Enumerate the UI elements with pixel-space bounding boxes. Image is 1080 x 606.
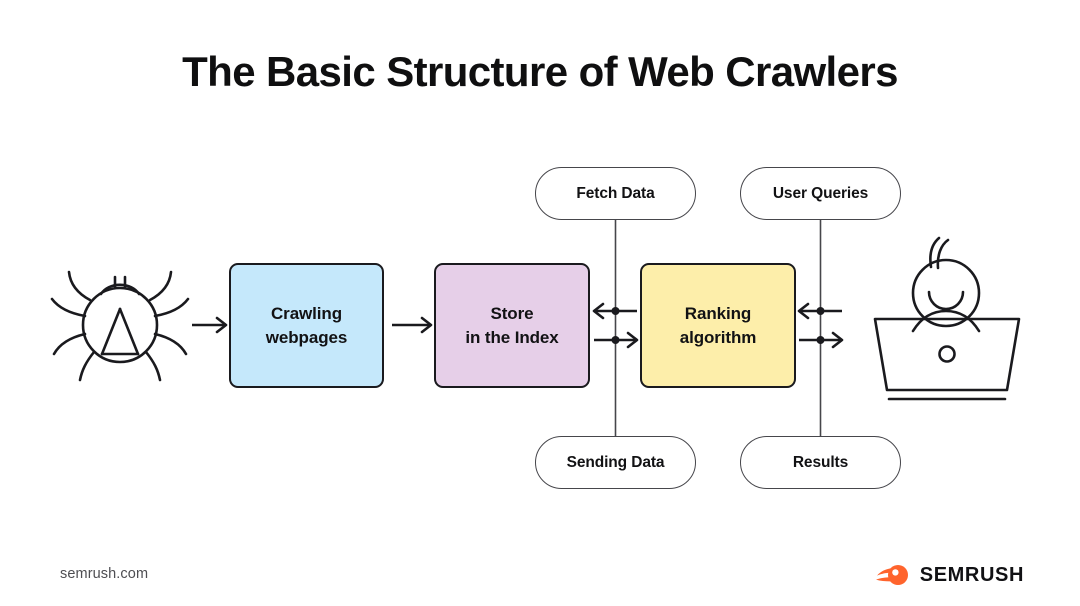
process-box-store-in-the-index[interactable]: Store in the Index (434, 263, 590, 388)
spider-crawler-icon (50, 270, 190, 382)
arrow-user-to-ranking (797, 302, 842, 320)
pill-sending-data[interactable]: Sending Data (535, 436, 696, 489)
semrush-comet-logo-icon (875, 565, 908, 585)
pill-fetch-data-label: Fetch Data (576, 184, 655, 202)
process-box-crawling[interactable]: Crawling webpages (229, 263, 384, 388)
footer-source-url: semrush.com (60, 566, 149, 582)
label-line-1: Ranking (684, 304, 752, 324)
pill-user-queries-label: User Queries (772, 184, 869, 202)
process-box-store-label: Store in the Index (465, 302, 558, 349)
process-box-ranking-label: Ranking algorithm (680, 302, 757, 349)
label-line-2: webpages (265, 327, 348, 347)
label-line-2: algorithm (679, 327, 757, 347)
label-line-1: Crawling (271, 304, 342, 324)
semrush-brand-lockup: SEMRUSH (875, 562, 1024, 588)
pill-fetch-data[interactable]: Fetch Data (535, 167, 696, 220)
page-title: The Basic Structure of Web Crawlers (182, 48, 898, 95)
person-at-laptop-icon (873, 236, 1021, 401)
pill-results[interactable]: Results (740, 436, 901, 489)
arrow-store-to-ranking (594, 331, 639, 349)
arrow-spider-to-crawling (192, 316, 228, 334)
process-box-crawling-label: Crawling webpages (265, 302, 348, 349)
process-box-ranking-algorithm[interactable]: Ranking algorithm (640, 263, 796, 388)
pill-sending-data-label: Sending Data (566, 453, 665, 471)
label-line-1: Store (490, 304, 534, 324)
label-line-2: in the Index (465, 327, 559, 347)
arrow-crawling-to-store (392, 316, 433, 334)
pill-results-label: Results (792, 453, 849, 471)
arrow-ranking-to-store (592, 302, 637, 320)
semrush-wordmark: SEMRUSH (919, 563, 1024, 586)
pill-user-queries[interactable]: User Queries (740, 167, 901, 220)
arrow-ranking-to-user (799, 331, 844, 349)
